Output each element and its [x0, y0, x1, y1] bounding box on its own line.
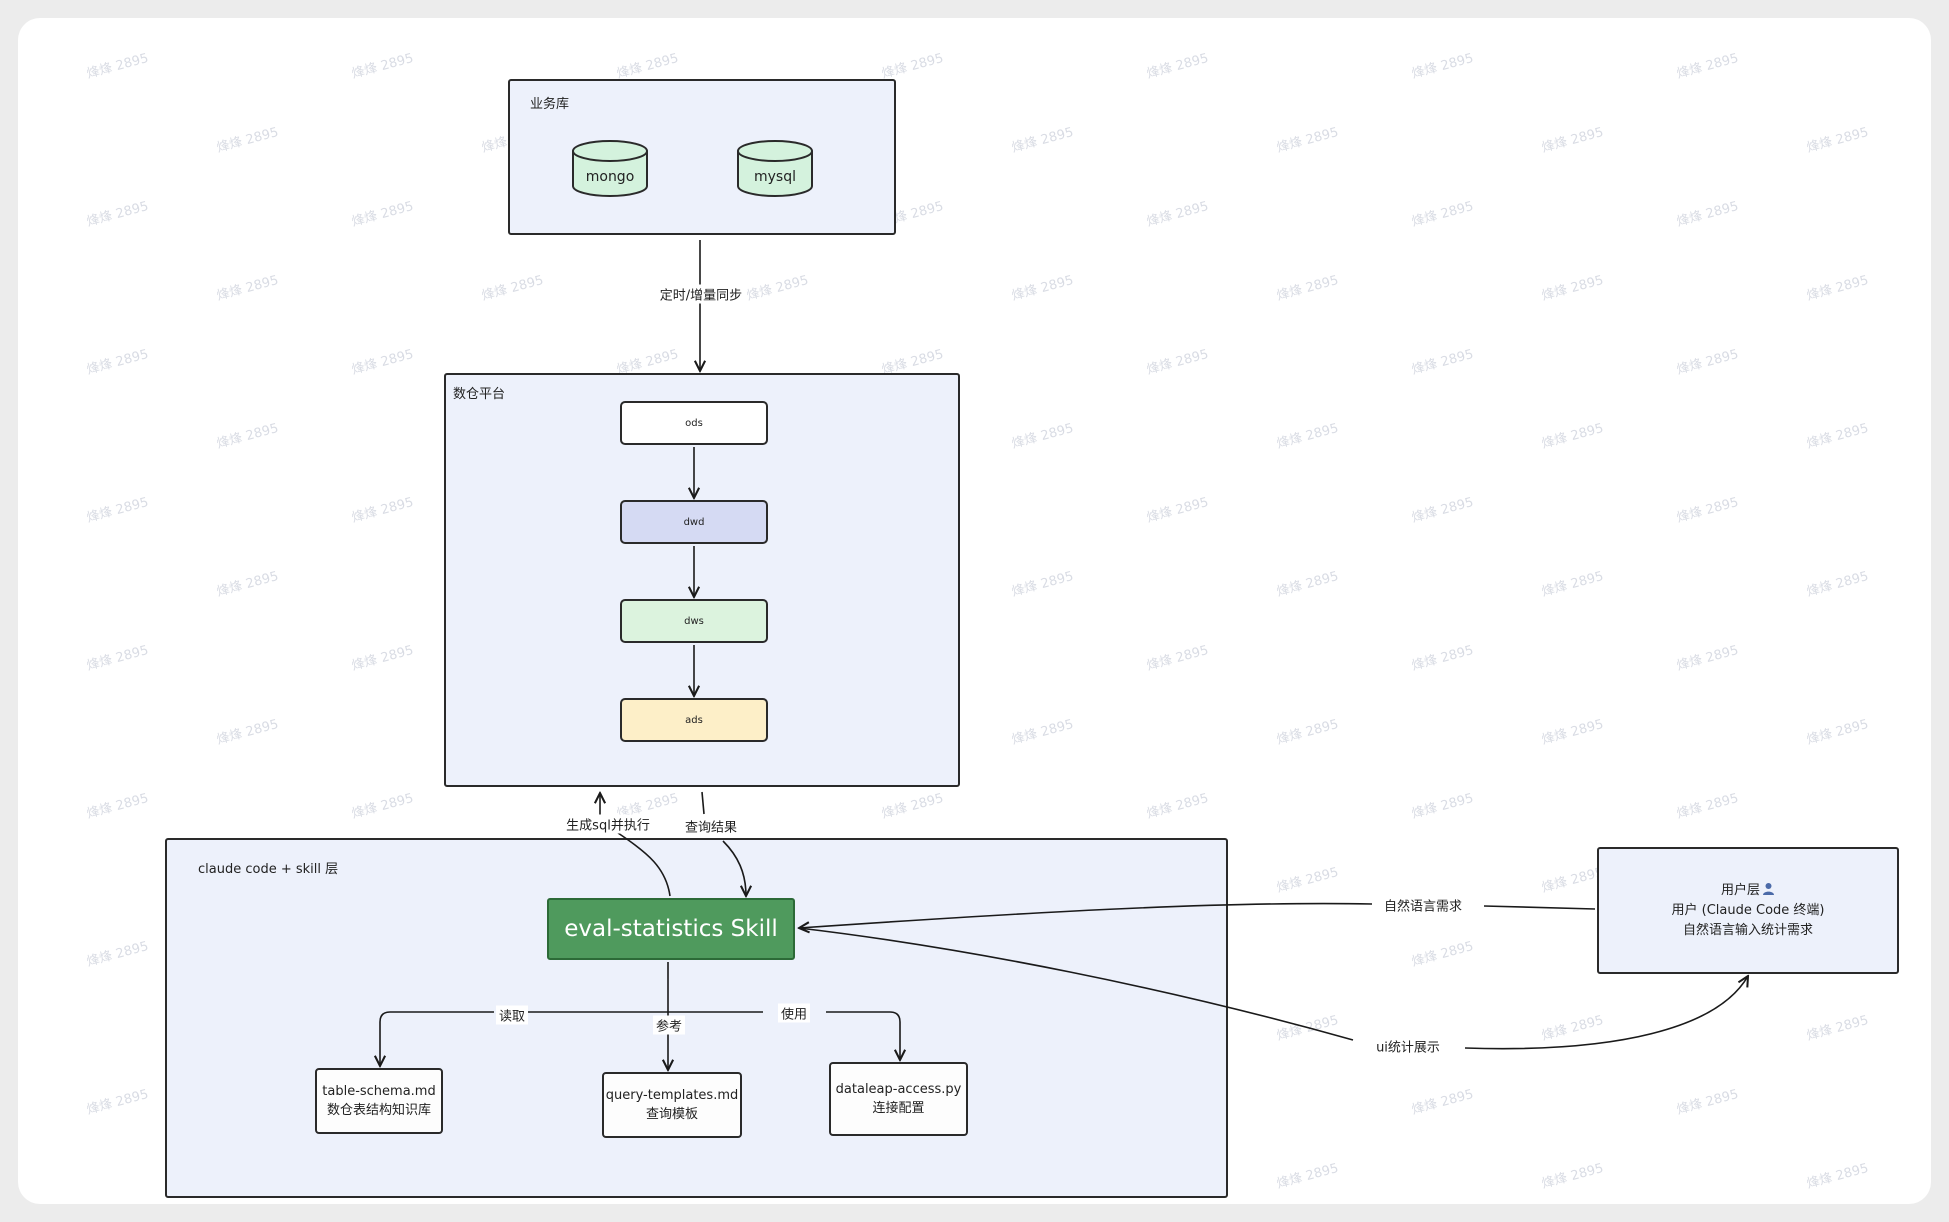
business-db-title: 业务库	[530, 97, 570, 112]
layer-dws: dws	[620, 599, 768, 643]
edge-label-use: 使用	[777, 1003, 811, 1023]
user-layer-line1: 用户 (Claude Code 终端)	[1671, 902, 1825, 918]
user-layer-line2: 自然语言输入统计需求	[1682, 922, 1813, 938]
user-icon	[1763, 882, 1774, 895]
edge-use	[668, 1011, 900, 1060]
db-mysql-label: mysql	[754, 169, 796, 185]
layer-ads: ads	[620, 698, 768, 742]
claude-skill-title: claude code + skill 层	[198, 862, 339, 877]
layer-ods: ods	[620, 401, 768, 445]
user-layer-title: 用户层	[1720, 882, 1760, 898]
layer-dwd: dwd	[620, 500, 768, 544]
edge-label-nl-request: 自然语言需求	[1380, 895, 1466, 915]
db-mysql-cylinder	[737, 140, 813, 197]
edge-label-reference: 参考	[652, 1015, 686, 1035]
edge-query-result-top	[701, 791, 705, 815]
edges-layer	[18, 140, 1931, 1204]
edge-gen-sql	[617, 832, 671, 897]
doc-query-templates-name: query-templates.md	[605, 1088, 739, 1103]
db-mongo-label: mongo	[585, 169, 635, 185]
warehouse-title: 数仓平台	[453, 387, 506, 402]
edge-nl-request	[799, 902, 1596, 928]
edge-label-read: 读取	[495, 1005, 529, 1025]
user-layer-node: 用户层 用户 (Claude Code 终端) 自然语言输入统计需求	[1597, 847, 1899, 974]
doc-dataleap-access-desc: 连接配置	[872, 1101, 925, 1116]
edge-label-gen-sql: 生成sql并执行	[563, 814, 653, 834]
edge-label-ui-display: ui统计展示	[1373, 1036, 1443, 1056]
db-mongo-cylinder	[572, 140, 648, 197]
edge-query-result	[722, 840, 746, 896]
doc-query-templates: query-templates.md 查询模板	[602, 1072, 742, 1138]
doc-query-templates-desc: 查询模板	[645, 1107, 698, 1122]
doc-dataleap-access-name: dataleap-access.py	[835, 1082, 962, 1097]
user-layer-title-row: 用户层	[1721, 881, 1775, 901]
doc-table-schema-name: table-schema.md	[322, 1084, 436, 1099]
eval-statistics-skill-node: eval-statistics Skill	[547, 898, 795, 960]
edge-label-query-result: 查询结果	[681, 816, 741, 836]
edge-ui-display	[798, 927, 1748, 1050]
doc-table-schema-desc: 数仓表结构知识库	[326, 1103, 431, 1118]
edge-label-sync: 定时/增量同步	[656, 284, 746, 304]
